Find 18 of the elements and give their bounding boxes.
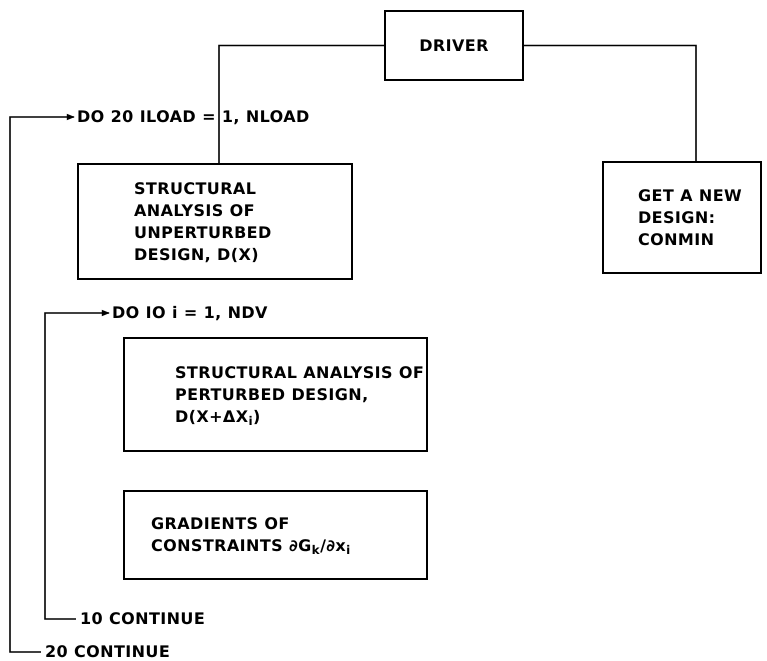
box-text: STRUCTURAL ANALYSIS OF UNPERTURBED DESIGN, D(X) [134, 178, 273, 266]
loop-statement: DO 20 ILOAD = 1, NLOAD [77, 106, 311, 128]
process-box [602, 161, 762, 274]
process-box [77, 163, 353, 280]
process-box [384, 10, 524, 81]
box-text: GET A NEW DESIGN: CONMIN [638, 184, 744, 250]
loop-arrow [44, 310, 110, 620]
connector-line [524, 44, 697, 161]
box-text: STRUCTURAL ANALYSIS OF PERTURBED DESIGN, D(X+ΔX$_{i}$) [175, 362, 426, 428]
loop-arrow [9, 114, 75, 653]
loop-statement: DO IO i = 1, NDV [112, 302, 269, 324]
process-box [123, 337, 428, 452]
loop-end-statement: 10 CONTINUE [80, 608, 206, 630]
box-text: DRIVER [419, 34, 489, 56]
process-box [123, 490, 428, 580]
connector-line [218, 44, 384, 163]
loop-end-statement: 20 CONTINUE [45, 641, 172, 661]
box-text: GRADIENTS OF CONSTRAINTS ∂G$_{k}$/∂x$_{i}$ [151, 513, 352, 557]
